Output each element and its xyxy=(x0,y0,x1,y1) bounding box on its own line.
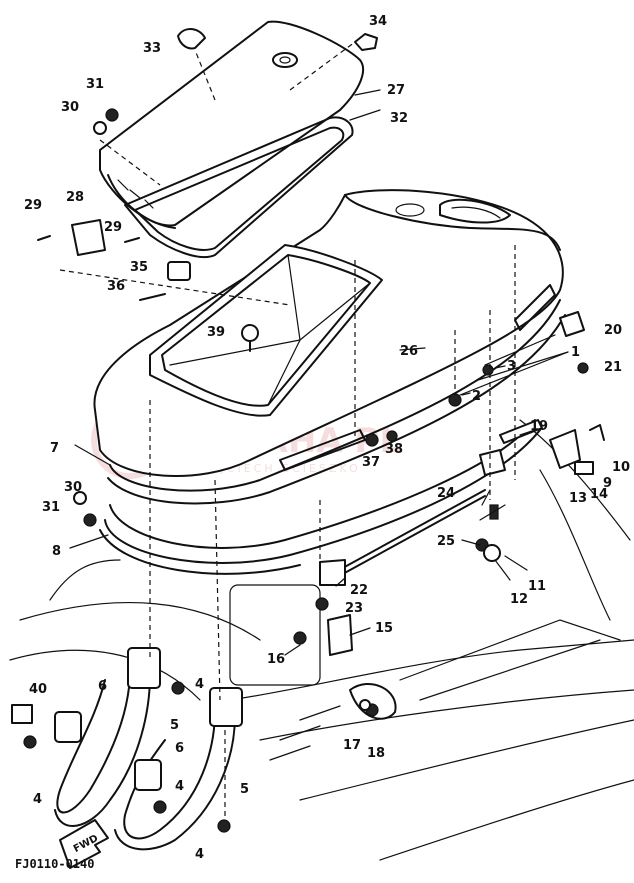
label-17: 17 xyxy=(343,738,361,753)
hatch-gasket xyxy=(124,116,354,259)
label-4d: 4 xyxy=(33,792,42,807)
label-37: 37 xyxy=(362,455,380,470)
label-5b: 5 xyxy=(240,782,249,797)
label-6a: 6 xyxy=(98,679,107,694)
label-13: 13 xyxy=(569,491,587,506)
label-3: 3 xyxy=(507,359,516,374)
hood-latch-straps xyxy=(11,647,243,851)
label-31b: 31 xyxy=(42,500,60,515)
label-34: 34 xyxy=(369,14,387,29)
label-35: 35 xyxy=(130,260,148,275)
label-28: 28 xyxy=(66,190,84,205)
figure-code: FJ0110-0140 xyxy=(15,857,94,871)
label-36: 36 xyxy=(107,279,125,294)
label-40: 40 xyxy=(29,682,47,697)
label-30b: 30 xyxy=(64,480,82,495)
label-22: 22 xyxy=(350,583,368,598)
label-18: 18 xyxy=(367,746,385,761)
label-10: 10 xyxy=(612,460,630,475)
label-19: 19 xyxy=(530,419,548,434)
label-39: 39 xyxy=(207,325,225,340)
alignment-lines xyxy=(59,41,516,820)
label-4c: 4 xyxy=(195,847,204,862)
leader-lines xyxy=(69,89,569,656)
label-4a: 4 xyxy=(195,677,204,692)
hatch-cover xyxy=(99,20,365,229)
hinge-parts xyxy=(37,219,259,352)
label-30a: 30 xyxy=(61,100,79,115)
hull-outline xyxy=(9,419,634,861)
label-25: 25 xyxy=(437,534,455,549)
label-7: 7 xyxy=(50,441,59,456)
label-32: 32 xyxy=(390,111,408,126)
label-38: 38 xyxy=(385,442,403,457)
label-33: 33 xyxy=(143,41,161,56)
label-31a: 31 xyxy=(86,77,104,92)
label-29b: 29 xyxy=(104,220,122,235)
label-29a: 29 xyxy=(24,198,42,213)
label-5a: 5 xyxy=(170,718,179,733)
label-15: 15 xyxy=(375,621,393,636)
label-12: 12 xyxy=(510,592,528,607)
label-26: 26 xyxy=(400,344,418,359)
part-labels: 1 2 3 4 4 4 4 5 5 6 6 7 8 9 10 11 12 13 … xyxy=(24,14,630,862)
label-27: 27 xyxy=(387,83,405,98)
fwd-arrow: FWD xyxy=(59,819,109,869)
label-20: 20 xyxy=(604,323,622,338)
label-2: 2 xyxy=(472,389,481,404)
label-1: 1 xyxy=(571,345,580,360)
label-4b: 4 xyxy=(175,779,184,794)
label-6b: 6 xyxy=(175,741,184,756)
label-8: 8 xyxy=(52,544,61,559)
label-23: 23 xyxy=(345,601,363,616)
label-24: 24 xyxy=(437,486,455,501)
label-21: 21 xyxy=(604,360,622,375)
label-16: 16 xyxy=(267,652,285,667)
label-11: 11 xyxy=(528,579,546,594)
right-side-parts xyxy=(23,28,605,833)
label-14: 14 xyxy=(590,487,608,502)
label-9: 9 xyxy=(603,476,612,491)
